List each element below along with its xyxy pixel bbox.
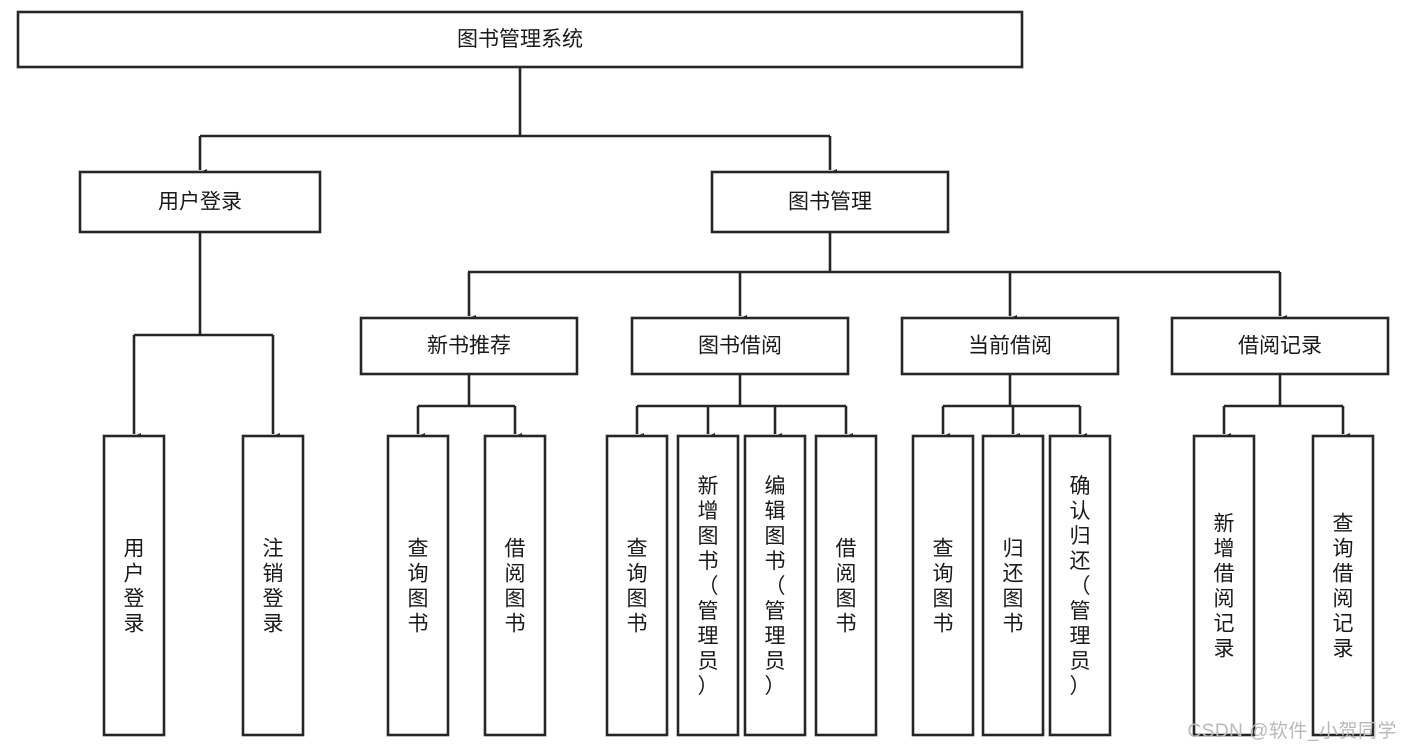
node-layer: 图书管理系统用户登录用户登录注销登录图书管理新书推荐查询图书借阅图书图书借阅查询… [16, 10, 1390, 737]
node-box-borrow-book-1 [483, 434, 547, 737]
node-add-book-admin[interactable]: 新增图书（管理员） [676, 434, 740, 737]
node-box-book-borrow [630, 316, 850, 376]
node-user-login-do[interactable]: 用户登录 [102, 434, 166, 737]
node-borrow-book-2[interactable]: 借阅图书 [814, 434, 878, 737]
node-confirm-return-admin[interactable]: 确认归还（管理员） [1048, 434, 1112, 737]
node-label-add-book-admin: 新增图书（管理员） [698, 475, 719, 698]
connector-layer [127, 67, 1350, 445]
node-label-query-borrow-record: 查询借阅记录 [1333, 513, 1354, 661]
node-box-user-login [78, 170, 322, 234]
node-book-management[interactable]: 图书管理 [710, 170, 950, 234]
node-edit-book-admin[interactable]: 编辑图书（管理员） [743, 434, 807, 737]
node-box-book-management [710, 170, 950, 234]
node-label-current-borrow: 当前借阅 [968, 335, 1052, 358]
node-label-user-login-do: 用户登录 [124, 538, 145, 636]
node-box-borrow-record [1170, 316, 1390, 376]
node-box-query-book-3 [911, 434, 975, 737]
node-query-book-1[interactable]: 查询图书 [386, 434, 450, 737]
node-borrow-book-1[interactable]: 借阅图书 [483, 434, 547, 737]
node-box-borrow-book-2 [814, 434, 878, 737]
node-label-borrow-record: 借阅记录 [1238, 335, 1322, 358]
node-label-root: 图书管理系统 [457, 28, 583, 51]
node-box-root [16, 10, 1024, 69]
node-box-query-book-2 [605, 434, 669, 737]
node-label-user-login: 用户登录 [158, 191, 242, 214]
node-label-query-book-1: 查询图书 [408, 538, 429, 636]
node-label-add-borrow-record: 新增借阅记录 [1214, 513, 1235, 661]
node-label-query-book-3: 查询图书 [933, 538, 954, 636]
node-query-book-3[interactable]: 查询图书 [911, 434, 975, 737]
node-box-user-login-do [102, 434, 166, 737]
node-root[interactable]: 图书管理系统 [16, 10, 1024, 69]
node-query-borrow-record[interactable]: 查询借阅记录 [1311, 434, 1375, 737]
node-book-borrow[interactable]: 图书借阅 [630, 316, 850, 376]
node-box-current-borrow [900, 316, 1120, 376]
node-box-return-book [981, 434, 1045, 737]
node-label-confirm-return-admin: 确认归还（管理员） [1070, 475, 1091, 698]
node-return-book[interactable]: 归还图书 [981, 434, 1045, 737]
node-box-add-book-admin [676, 434, 740, 737]
node-box-edit-book-admin [743, 434, 807, 737]
node-box-query-book-1 [386, 434, 450, 737]
node-user-logout[interactable]: 注销登录 [241, 434, 305, 737]
node-user-login[interactable]: 用户登录 [78, 170, 322, 234]
node-box-add-borrow-record [1192, 434, 1256, 737]
node-label-new-book-recommend: 新书推荐 [427, 335, 511, 358]
node-query-book-2[interactable]: 查询图书 [605, 434, 669, 737]
node-label-edit-book-admin: 编辑图书（管理员） [765, 475, 786, 698]
node-label-book-borrow: 图书借阅 [698, 335, 782, 358]
node-label-borrow-book-2: 借阅图书 [836, 538, 857, 636]
node-box-new-book-recommend [359, 316, 579, 376]
node-label-query-book-2: 查询图书 [627, 538, 648, 636]
node-box-query-borrow-record [1311, 434, 1375, 737]
node-new-book-recommend[interactable]: 新书推荐 [359, 316, 579, 376]
node-label-user-logout: 注销登录 [263, 538, 284, 636]
node-box-user-logout [241, 434, 305, 737]
node-current-borrow[interactable]: 当前借阅 [900, 316, 1120, 376]
node-box-confirm-return-admin [1048, 434, 1112, 737]
node-add-borrow-record[interactable]: 新增借阅记录 [1192, 434, 1256, 737]
node-label-book-management: 图书管理 [788, 191, 872, 214]
node-borrow-record[interactable]: 借阅记录 [1170, 316, 1390, 376]
node-label-borrow-book-1: 借阅图书 [505, 538, 526, 636]
node-label-return-book: 归还图书 [1003, 538, 1024, 636]
